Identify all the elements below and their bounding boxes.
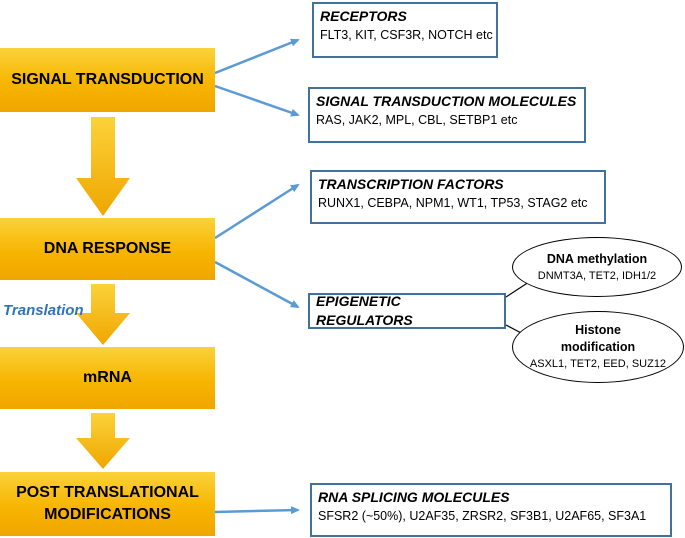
dna-methylation-ellipse: DNA methylation DNMT3A, TET2, IDH1/2 — [512, 237, 682, 297]
post-translational-label-line2: MODIFICATIONS — [44, 506, 171, 523]
receptors-title: RECEPTORS — [320, 8, 407, 24]
histone-items: ASXL1, TET2, EED, SUZ12 — [529, 358, 667, 370]
rna-splicing-box: RNA SPLICING MOLECULES SFSR2 (~50%), U2A… — [310, 483, 672, 537]
histone-modification-ellipse: Histone modification ASXL1, TET2, EED, S… — [512, 311, 684, 383]
arrow-to-splicing — [214, 506, 300, 515]
histone-title-line1: Histone — [575, 323, 621, 337]
flow-arrow-mrna-to-ptm — [76, 413, 130, 469]
flow-arrow-dna-to-mrna — [76, 284, 130, 345]
transcription-factors-box: TRANSCRIPTION FACTORS RUNX1, CEBPA, NPM1… — [310, 170, 606, 224]
mrna-box: mRNA — [0, 347, 215, 409]
receptors-box: RECEPTORS FLT3, KIT, CSF3R, NOTCH etc — [312, 2, 498, 58]
epigenetic-regulators-box: EPIGENETIC REGULATORS — [308, 293, 506, 329]
histone-title-line2: modification — [560, 340, 636, 354]
link-to-dna-methylation — [505, 281, 530, 298]
signal-molecules-box: SIGNAL TRANSDUCTION MOLECULES RAS, JAK2,… — [308, 87, 586, 143]
receptors-items: FLT3, KIT, CSF3R, NOTCH etc — [320, 28, 493, 42]
arrow-to-epigenetic — [214, 260, 300, 309]
dna-response-box: DNA RESPONSE — [0, 218, 215, 280]
transcription-factors-title: TRANSCRIPTION FACTORS — [318, 176, 504, 192]
epigenetic-regulators-title: EPIGENETIC REGULATORS — [316, 293, 413, 328]
arrow-to-receptors — [214, 38, 300, 75]
signal-molecules-items: RAS, JAK2, MPL, CBL, SETBP1 etc — [316, 113, 518, 127]
dna-methylation-items: DNMT3A, TET2, IDH1/2 — [537, 269, 657, 282]
arrow-to-transcription-factors — [214, 183, 300, 240]
rna-splicing-items: SFSR2 (~50%), U2AF35, ZRSR2, SF3B1, U2AF… — [318, 509, 647, 523]
rna-splicing-title: RNA SPLICING MOLECULES — [318, 489, 510, 505]
post-translational-box: POST TRANSLATIONAL MODIFICATIONS — [0, 472, 215, 536]
signal-transduction-label: SIGNAL TRANSDUCTION — [11, 71, 204, 89]
dna-response-label: DNA RESPONSE — [43, 240, 172, 258]
mrna-label: mRNA — [83, 369, 132, 387]
dna-methylation-title: DNA methylation — [546, 251, 648, 266]
flow-arrow-signal-to-dna — [76, 117, 130, 216]
signal-transduction-box: SIGNAL TRANSDUCTION — [0, 48, 215, 112]
post-translational-label-line1: POST TRANSLATIONAL — [16, 484, 199, 502]
arrow-to-signal-molecules — [214, 84, 300, 117]
transcription-factors-items: RUNX1, CEBPA, NPM1, WT1, TP53, STAG2 etc — [318, 196, 588, 210]
signal-molecules-title: SIGNAL TRANSDUCTION MOLECULES — [316, 93, 577, 109]
translation-label: Translation — [3, 302, 84, 319]
